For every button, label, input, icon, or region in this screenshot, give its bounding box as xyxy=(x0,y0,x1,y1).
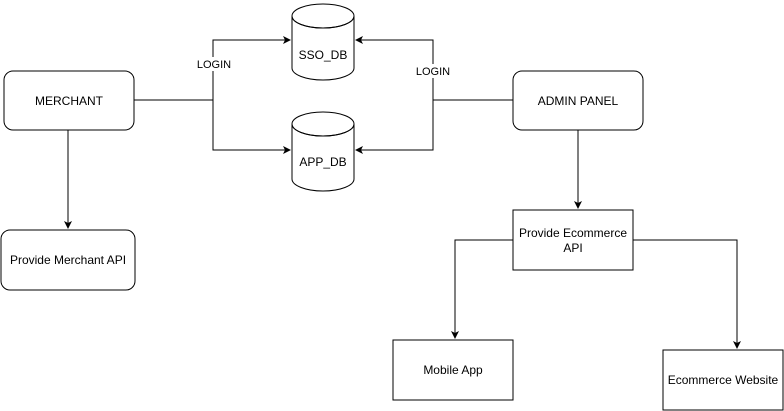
merchant-api-node[interactable]: Provide Merchant API xyxy=(0,229,136,291)
merchant-node[interactable]: MERCHANT xyxy=(3,70,135,131)
ecommerce-api-label-line2: API xyxy=(563,241,582,255)
merchant-box xyxy=(3,70,135,131)
merchant-label: MERCHANT xyxy=(35,94,104,108)
ecommerce-website-box xyxy=(662,349,784,411)
login-label-bg xyxy=(413,64,453,78)
sso-db-rim xyxy=(291,15,355,29)
merchant-api-label: Provide Merchant API xyxy=(10,253,126,267)
admin-panel-box xyxy=(512,70,644,131)
edge-ecommerce-api-to-ecommerce-website xyxy=(633,239,741,349)
edge-admin-to-sso-db xyxy=(355,36,434,100)
mobile-app-node[interactable]: Mobile App xyxy=(392,339,514,401)
sso-db-label: SSO_DB xyxy=(299,48,348,62)
admin-login-label: LOGIN xyxy=(416,66,450,78)
app-db-body xyxy=(291,124,355,192)
sso-db-node[interactable]: SSO_DB xyxy=(291,3,355,81)
ecommerce-website-node[interactable]: Ecommerce Website xyxy=(662,349,784,411)
sso-db-body xyxy=(291,16,355,81)
edge-merchant-to-sso-db xyxy=(212,36,291,100)
merchant-api-box xyxy=(0,229,136,291)
edge-admin-to-app-db xyxy=(355,100,434,154)
app-db-rim xyxy=(291,123,355,137)
ecommerce-api-node[interactable]: Provide Ecommerce API xyxy=(512,209,634,271)
mobile-app-label: Mobile App xyxy=(423,363,483,377)
ecommerce-api-box xyxy=(512,209,634,271)
app-db-node[interactable]: APP_DB xyxy=(291,111,355,192)
ecommerce-api-label-line1: Provide Ecommerce xyxy=(519,226,627,240)
ecommerce-website-label: Ecommerce Website xyxy=(668,373,779,387)
edge-ecommerce-api-to-mobile-app xyxy=(451,239,513,339)
merchant-login-label: LOGIN xyxy=(197,59,231,71)
admin-panel-node[interactable]: ADMIN PANEL xyxy=(512,70,644,131)
edge-merchant-to-app-db xyxy=(212,100,291,154)
login-label-bg xyxy=(194,57,234,71)
admin-panel-label: ADMIN PANEL xyxy=(538,94,619,108)
app-db-label: APP_DB xyxy=(299,155,346,169)
mobile-app-box xyxy=(392,339,514,401)
